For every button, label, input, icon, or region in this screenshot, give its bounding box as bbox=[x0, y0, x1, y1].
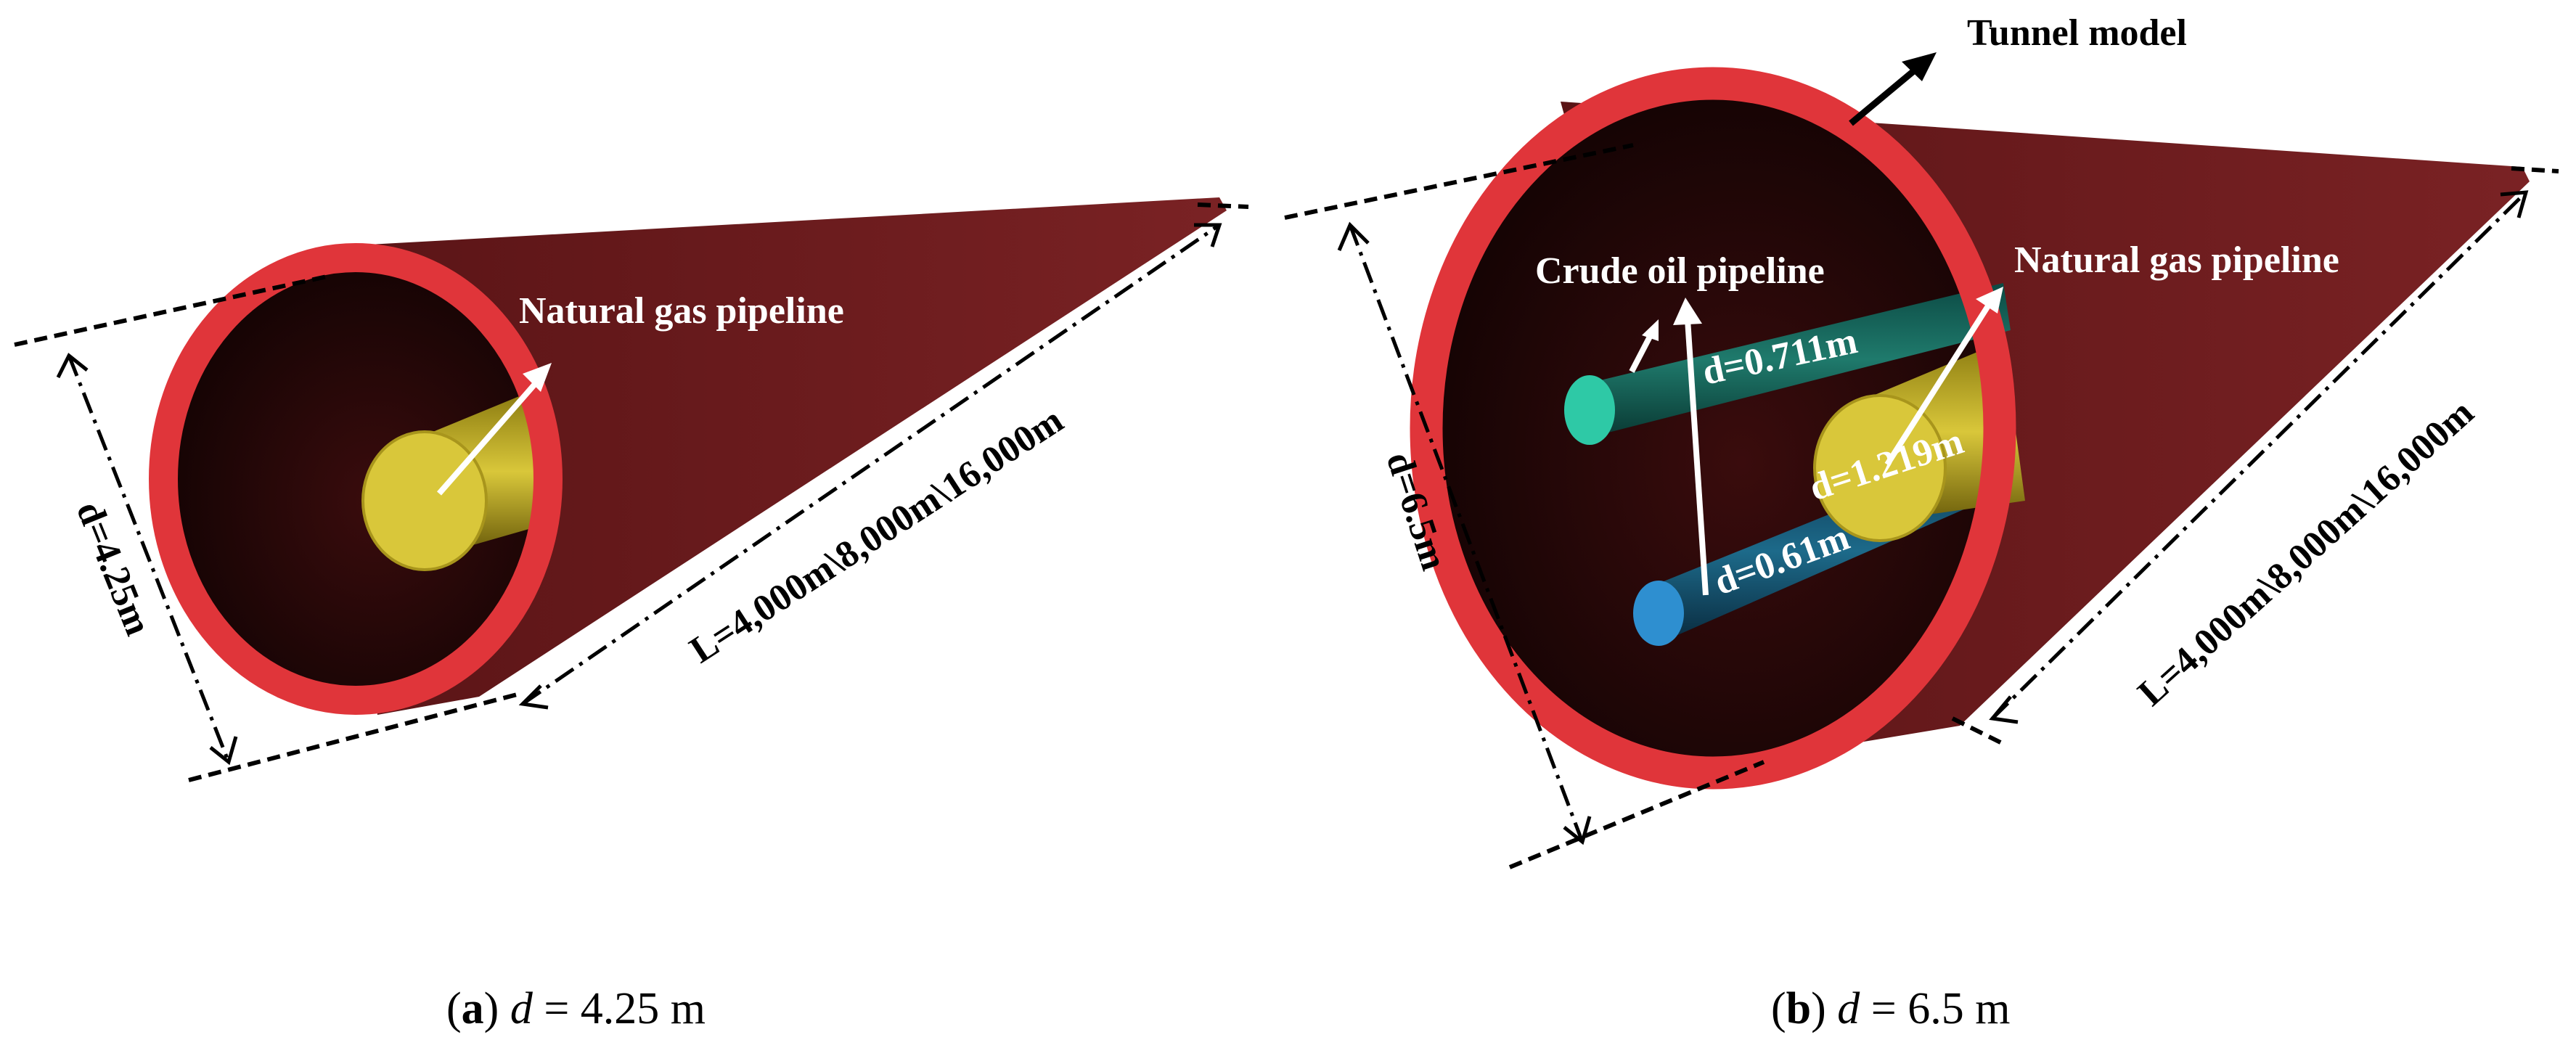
caption-a: (a) d = 4.25 m bbox=[446, 984, 706, 1033]
dim-length-b bbox=[1991, 191, 2527, 720]
dim-diameter-a bbox=[67, 355, 231, 763]
guide-top-a bbox=[14, 274, 331, 347]
guide-bottom-a bbox=[188, 691, 523, 782]
pointer-natural-gas-b bbox=[1884, 303, 1992, 467]
guide-end-b bbox=[2511, 166, 2559, 173]
crude-oil-pipe-body-b bbox=[1582, 283, 2011, 435]
caption-var-b: d bbox=[1837, 984, 1860, 1033]
guide-end-a bbox=[1197, 202, 1249, 209]
dim-length-a bbox=[521, 223, 1221, 706]
pointer-crude-oil-b bbox=[1629, 332, 1654, 373]
guide-bottom-b bbox=[1508, 760, 1765, 869]
caption-letter-b: b bbox=[1786, 984, 1811, 1033]
panel-a: Natural gas pipeline d=4.25m L=4,000m\8,… bbox=[14, 197, 1249, 1033]
caption-var-a: d bbox=[510, 984, 533, 1033]
guide-mid-b bbox=[1951, 716, 2005, 746]
caption-letter-a: a bbox=[462, 984, 484, 1033]
pointer-blue-pipe-b bbox=[1685, 319, 1709, 596]
label-tunnel-model-b: Tunnel model bbox=[1967, 12, 2187, 54]
caption-b: (b) d = 6.5 m bbox=[1771, 984, 2011, 1033]
panel-b: d=0.711m d=1.219m d=0.61m Crude oil pipe… bbox=[1284, 12, 2559, 1033]
pointer-arrow-a bbox=[436, 375, 544, 496]
label-natural-gas-b: Natural gas pipeline bbox=[2014, 239, 2339, 281]
label-diameter-a: d=4.25m bbox=[68, 496, 159, 641]
pointer-tunnel-b bbox=[1849, 66, 1918, 126]
tunnel-body-a bbox=[330, 197, 1227, 715]
caption-value-b: = 6.5 m bbox=[1860, 984, 2010, 1033]
tunnel-opening-a bbox=[167, 261, 544, 697]
pointer-arrow-head-a bbox=[523, 363, 552, 392]
guide-top-b bbox=[1284, 143, 1634, 220]
natural-gas-pipe-end-a bbox=[361, 430, 488, 571]
tunnel-ring-a bbox=[149, 243, 563, 715]
crude-oil-pipe-end-b bbox=[1564, 375, 1615, 445]
pipe-0-61-end-b bbox=[1633, 581, 1684, 646]
dim-diameter-b bbox=[1348, 224, 1585, 843]
natural-gas-pipe-end-b bbox=[1813, 394, 1947, 542]
tunnel-opening-b bbox=[1430, 87, 1996, 769]
caption-value-a: = 4.25 m bbox=[533, 984, 706, 1033]
label-natural-gas-a: Natural gas pipeline bbox=[519, 290, 844, 332]
label-crude-oil-b: Crude oil pipeline bbox=[1535, 250, 1825, 292]
